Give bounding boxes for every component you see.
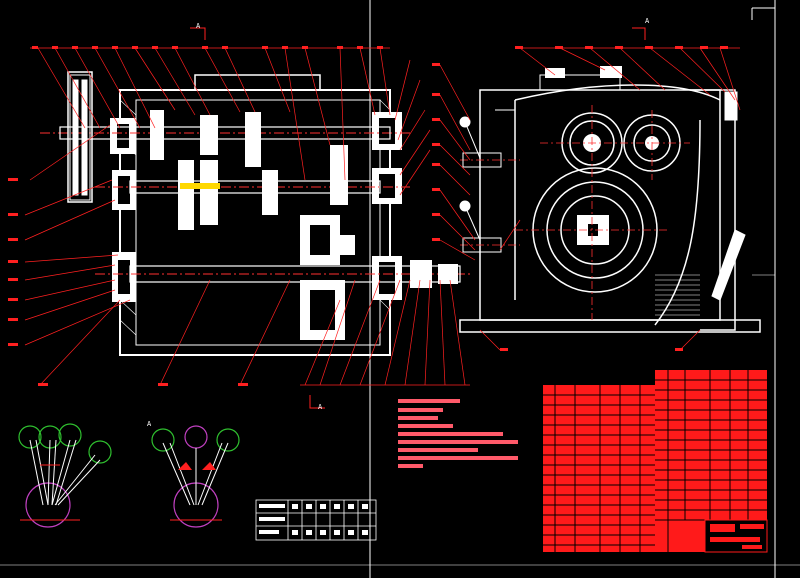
section-marker-right: A	[645, 17, 650, 25]
speed-table	[255, 499, 377, 541]
gearbox-side-view	[432, 27, 761, 351]
section-marker-top: A	[196, 22, 201, 30]
gearbox-front-section	[8, 27, 470, 409]
title-block	[543, 370, 768, 553]
technical-notes	[398, 399, 518, 468]
section-marker-bottom: A	[318, 403, 323, 411]
shift-linkage-diagram-left	[18, 423, 112, 528]
shift-linkage-diagram-right	[151, 425, 240, 528]
diagram-label: A	[147, 420, 152, 428]
